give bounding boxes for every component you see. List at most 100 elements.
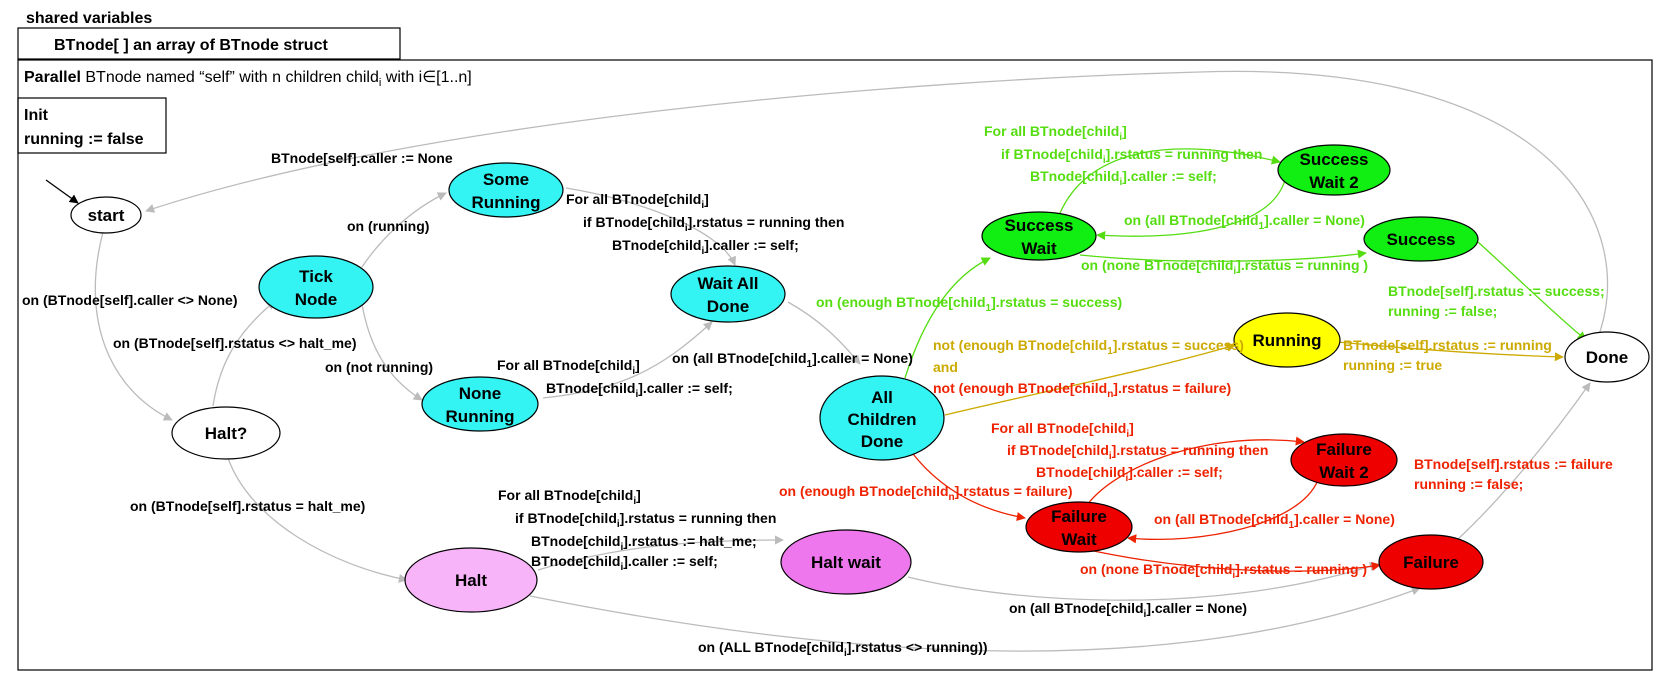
edge-start-to-halt [94, 231, 173, 421]
edge-waitall-to-allc [787, 301, 861, 365]
label-rstatus-not-halt: on (BTnode[self].rstatus <> halt_me) [113, 335, 356, 351]
label-green-forall-1: For all BTnode[childi] [984, 123, 1127, 143]
edge-tick-to-some [361, 192, 447, 268]
node-none-label-2: Running [446, 407, 515, 426]
label-caller-not-none: on (BTnode[self].caller <> None) [22, 292, 237, 308]
label-green-forall-3: BTnode[childi].caller := self; [1030, 168, 1217, 188]
label-caller-none: BTnode[self].caller := None [271, 150, 453, 166]
parallel-description: Parallel BTnode named “self” with n chil… [24, 69, 472, 89]
node-halt-wait[interactable] [780, 529, 912, 595]
node-allc-label-1: All [871, 388, 893, 407]
node-success-wait-2[interactable] [1277, 144, 1391, 196]
node-some-running[interactable] [448, 162, 564, 218]
node-none-label-1: None [459, 384, 502, 403]
node-sw2-label-1: Success [1300, 150, 1369, 169]
label-red-all-caller: on (all BTnode[child1].caller = None) [1154, 511, 1395, 531]
node-fw2-label-2: Wait 2 [1319, 463, 1368, 482]
label-halt-3: BTnode[childi].rstatus := halt_me; [531, 533, 757, 553]
shared-array-text: BTnode[ ] an array of BTnode struct [54, 37, 328, 54]
label-red-set-running-false: running := false; [1414, 476, 1523, 492]
label-green-set-success: BTnode[self].rstatus := success; [1388, 283, 1605, 299]
node-wait-all-done[interactable] [670, 265, 786, 323]
node-fw2-label-1: Failure [1316, 440, 1372, 459]
label-halt-4: BTnode[childi].caller := self; [531, 553, 718, 573]
label-green-none-running: on (none BTnode[childi].rstatus = runnin… [1081, 257, 1368, 277]
label-on-running: on (running) [347, 218, 429, 234]
edge-failure-to-done [1456, 382, 1591, 541]
edge-halt-to-failure [529, 586, 1421, 652]
shared-variables-title: shared variables [26, 10, 152, 27]
node-tick-label-1: Tick [299, 267, 333, 286]
node-some-label-2: Running [472, 193, 541, 212]
node-running-label: Running [1253, 331, 1322, 350]
label-green-set-running-false: running := false; [1388, 303, 1497, 319]
edge-success-to-done [1477, 241, 1587, 341]
node-all-children-done[interactable] [819, 375, 945, 461]
edge-sw2-to-successwait [1096, 179, 1286, 241]
label-on-not-running: on (not running) [325, 359, 433, 375]
node-haltwait-label: Halt wait [811, 553, 881, 572]
node-halt-question[interactable] [171, 406, 281, 460]
label-some-running-3: BTnode[childi].caller := self; [612, 237, 799, 257]
node-halt[interactable] [404, 547, 538, 613]
label-red-forall-2: if BTnode[childi].rstatus = running then [1007, 442, 1268, 462]
label-red-not-failure: not (enough BTnode[childn].rstatus = fai… [933, 380, 1231, 400]
edge-halt-to-tick [212, 300, 276, 407]
node-allc-label-3: Done [861, 432, 904, 451]
label-none-running-1: For all BTnode[childi] [497, 357, 640, 377]
node-halt-question-label: Halt? [205, 424, 248, 443]
node-success-wait[interactable] [981, 211, 1097, 261]
label-green-all-caller: on (all BTnode[child1].caller = None) [1124, 212, 1365, 232]
node-failure[interactable] [1378, 534, 1484, 590]
node-waitall-label-1: Wait All [697, 274, 758, 293]
edge-running-to-done [1337, 341, 1564, 362]
node-halt-label: Halt [455, 571, 487, 590]
edge-tick-to-none [361, 303, 423, 401]
init-title: Init [24, 107, 49, 124]
label-red-set-failure: BTnode[self].rstatus := failure [1414, 456, 1613, 472]
node-some-label-1: Some [483, 170, 529, 189]
label-some-running-1: For all BTnode[childi] [566, 191, 709, 211]
edge-successwait-to-success [1079, 249, 1367, 262]
node-tick-label-2: Node [295, 290, 338, 309]
node-fw-label-2: Wait [1061, 530, 1097, 549]
edge-entry [45, 179, 79, 204]
node-done[interactable] [1564, 331, 1650, 383]
node-tick[interactable] [258, 255, 374, 319]
edge-failurewait-to-fw2 [1084, 436, 1305, 509]
edge-successwait-to-sw2 [1057, 148, 1281, 219]
node-done-label: Done [1586, 348, 1629, 367]
edge-allc-to-successwait [904, 257, 991, 379]
parallel-frame [17, 59, 1653, 671]
edge-haltq-to-halt [227, 457, 408, 583]
node-fw-label-1: Failure [1051, 507, 1107, 526]
node-start[interactable] [70, 196, 142, 234]
label-yellow-not-success: not (enough BTnode[child1].rstatus = suc… [933, 337, 1244, 357]
label-yellow-set-running-true: running := true [1343, 357, 1442, 373]
edge-allc-to-failurewait [909, 449, 1026, 522]
edge-failurewait-to-failure [1079, 547, 1381, 572]
edge-some-to-waitall [565, 187, 736, 266]
node-waitall-label-2: Done [707, 297, 750, 316]
edge-none-to-waitall [542, 321, 713, 399]
node-allc-label-2: Children [848, 410, 917, 429]
node-failure-wait[interactable] [1025, 501, 1133, 553]
label-green-enough-success: on (enough BTnode[child1].rstatus = succ… [816, 294, 1122, 314]
edge-allc-to-running [944, 342, 1236, 416]
init-assignment: running := false [24, 131, 144, 148]
node-none-running[interactable] [421, 376, 539, 432]
edge-haltwait-to-failure [907, 562, 1379, 601]
node-failure-wait-2[interactable] [1290, 433, 1398, 487]
node-running[interactable] [1233, 312, 1341, 368]
node-sw-label-1: Success [1005, 216, 1074, 235]
edge-fw2-to-failurewait [1127, 479, 1319, 544]
edge-halt-to-haltwait [537, 535, 784, 571]
label-red-enough-failure: on (enough BTnode[childn].rstatus = fail… [779, 483, 1073, 503]
label-red-forall-3: BTnode[childi].caller := self; [1036, 464, 1223, 484]
init-box [17, 97, 167, 154]
label-halt-1: For all BTnode[childi] [498, 487, 641, 507]
node-success[interactable] [1363, 216, 1479, 262]
label-yellow-and: and [933, 359, 958, 375]
label-wait-all-caller: on (all BTnode[child1].caller = None) [672, 350, 913, 370]
